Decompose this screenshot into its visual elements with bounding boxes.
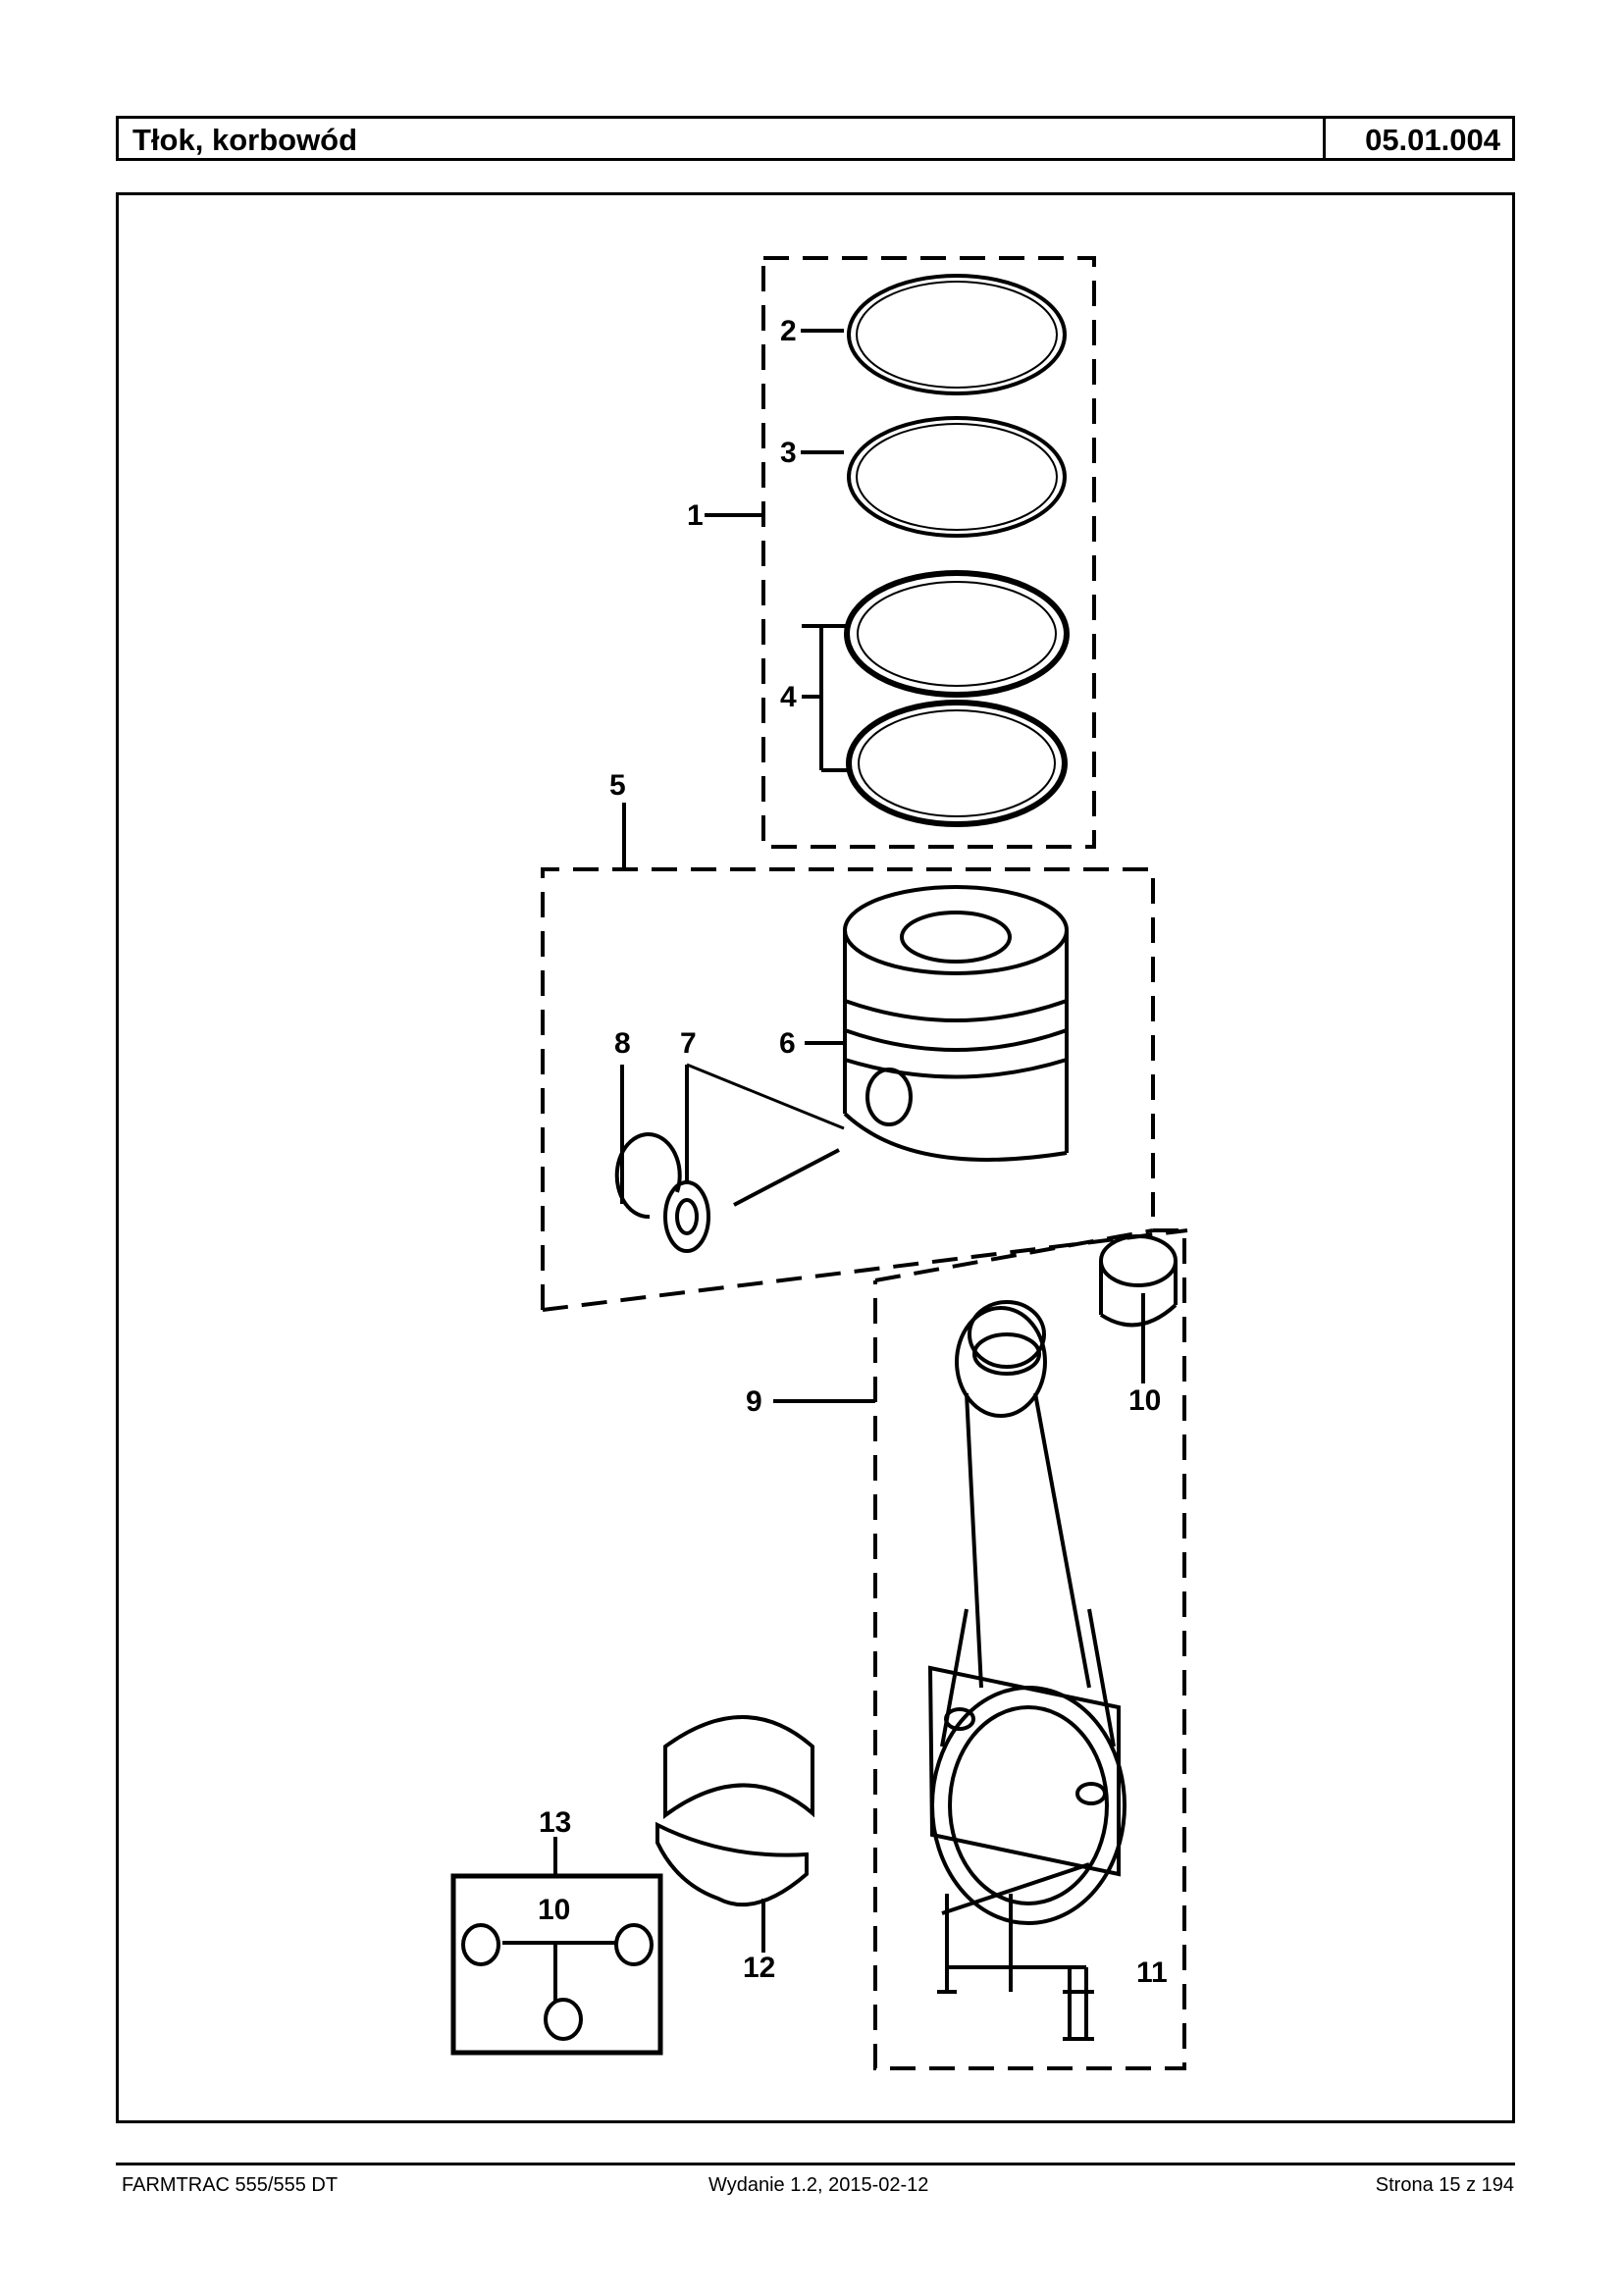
callout-9: 9 <box>746 1385 762 1418</box>
callout-10: 10 <box>1128 1384 1161 1417</box>
callout-13: 13 <box>539 1806 571 1839</box>
callout-labels: 1 2 3 4 5 6 7 8 9 10 11 12 13 10 <box>538 315 1168 1989</box>
footer-model: FARMTRAC 555/555 DT <box>122 2174 339 2196</box>
callout-1: 1 <box>687 499 704 532</box>
callout-6: 6 <box>779 1027 796 1060</box>
piston-ring-set-group <box>705 256 1096 849</box>
callout-3: 3 <box>780 437 797 469</box>
callout-12: 12 <box>743 1952 775 1984</box>
callout-5: 5 <box>609 769 626 802</box>
callout-7: 7 <box>680 1027 697 1060</box>
bearing-shell-group <box>655 1715 814 1953</box>
callout-2: 2 <box>780 315 797 347</box>
callout-8: 8 <box>614 1027 631 1060</box>
page-title: Tłok, korbowód <box>132 123 358 157</box>
callout-11: 11 <box>1136 1956 1168 1989</box>
footer-edition: Wydanie 1.2, 2015-02-12 <box>708 2174 929 2196</box>
small-bush-kit-box <box>450 1837 663 2056</box>
footer-page-number: Strona 15 z 194 <box>1375 2174 1514 2196</box>
piston-assembly-group <box>541 803 1188 1312</box>
header-divider <box>1323 119 1326 158</box>
section-code: 05.01.004 <box>1365 123 1500 157</box>
page-header: Tłok, korbowód 05.01.004 <box>116 116 1515 161</box>
connecting-rod-group <box>773 1228 1186 2070</box>
footer-rule <box>116 2163 1515 2165</box>
diagram-frame <box>116 192 1515 2123</box>
callout-4: 4 <box>780 681 797 713</box>
callout-10-kit: 10 <box>538 1894 570 1926</box>
